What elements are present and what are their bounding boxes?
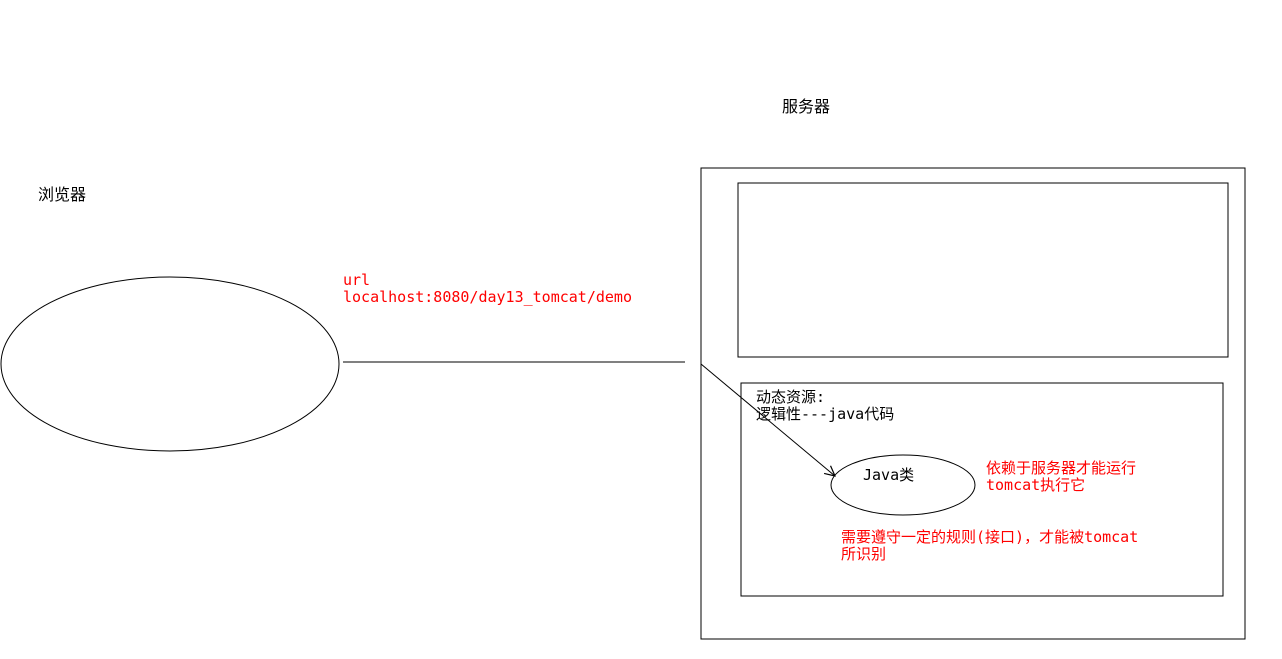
server-label: 服务器 <box>782 97 831 116</box>
dynamic-resource-desc: 逻辑性---java代码 <box>756 405 895 423</box>
runtime-note-line1: 依赖于服务器才能运行 <box>986 459 1137 477</box>
request-arrow <box>700 363 835 476</box>
dynamic-resource-label: 动态资源: 逻辑性---java代码 <box>756 389 894 423</box>
runtime-note: 依赖于服务器才能运行 tomcat执行它 <box>986 460 1136 494</box>
java-class-ellipse <box>830 454 976 516</box>
server-box <box>700 167 1246 640</box>
browser-ellipse <box>0 276 340 452</box>
rules-note-line1: 需要遵守一定的规则(接口)，才能被tomcat <box>841 528 1139 546</box>
browser-label: 浏览器 <box>38 185 87 204</box>
dynamic-resource-box <box>740 382 1224 597</box>
url-caption: url <box>343 271 371 289</box>
rules-note: 需要遵守一定的规则(接口)，才能被tomcat 所识别 <box>841 529 1138 563</box>
runtime-note-line2: tomcat执行它 <box>986 476 1086 494</box>
url-address: localhost:8080/day13_tomcat/demo <box>343 288 632 306</box>
dynamic-resource-title: 动态资源: <box>756 388 826 406</box>
rules-note-line2: 所识别 <box>841 545 887 563</box>
static-resource-box <box>737 182 1229 358</box>
java-class-label: Java类 <box>863 466 915 484</box>
request-url-label: url localhost:8080/day13_tomcat/demo <box>343 272 632 306</box>
